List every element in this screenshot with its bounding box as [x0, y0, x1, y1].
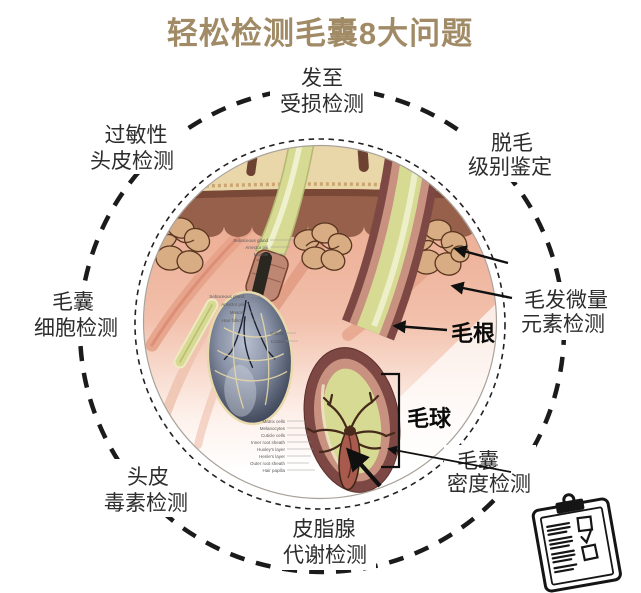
micro-label: Henle's layer	[259, 454, 285, 459]
label-line: 毒素检测	[104, 492, 188, 515]
diagram-annotations: 毛根 毛球	[345, 245, 513, 488]
label-allergic-scalp: 过敏性 头皮检测	[90, 124, 174, 173]
papilla-arrow	[345, 447, 382, 488]
page-title: 轻松检测毛囊8大问题	[167, 16, 473, 51]
label-line: 过敏性	[105, 124, 168, 147]
label-line: 毛囊	[457, 450, 499, 473]
hair-bulb-front	[206, 290, 294, 426]
micro-label: Muscle	[230, 310, 245, 315]
label-line: 毛发微量	[524, 289, 608, 312]
micro-label: Muscle	[254, 252, 269, 257]
micro-label: Cuticle	[270, 331, 284, 336]
label-hairloss-grade: 脱毛 级别鉴定	[468, 132, 552, 179]
micro-label: Sebaceous gland	[233, 238, 268, 243]
label-trace-element: 毛发微量 元素检测	[521, 289, 608, 336]
hair-root-arrow	[392, 320, 448, 334]
clipboard-checklist-icon	[531, 493, 622, 593]
sebaceous-gland-center	[293, 222, 353, 271]
micro-label: Melanocytes	[260, 426, 286, 431]
follicle-arrow	[450, 281, 513, 300]
label-line: 密度检测	[447, 473, 531, 496]
label-line: 皮脂腺	[293, 518, 356, 541]
label-hair-damage: 发至 受损检测	[280, 67, 364, 116]
micro-label: Huxley's layer	[257, 447, 285, 452]
micro-label: Cuticle cells	[261, 433, 286, 438]
hair-bulb-label: 毛球	[407, 406, 452, 431]
hair-follicle-front	[206, 146, 317, 426]
label-gaps	[24, 60, 616, 570]
hair-bulb-bracket	[381, 372, 401, 469]
label-line: 毛囊	[52, 291, 94, 314]
detection-labels: 发至 受损检测 过敏性 头皮检测 脱毛 级别鉴定 毛囊 细胞检测 毛发微量 元素…	[34, 67, 608, 567]
micro-label: Inner root sheath	[251, 440, 286, 445]
density-leader-arrow	[387, 445, 512, 473]
label-sebum-metabolism: 皮脂腺 代谢检测	[283, 518, 367, 567]
label-line: 头皮	[127, 466, 169, 489]
label-line: 代谢检测	[283, 544, 367, 567]
label-scalp-toxin: 头皮 毒素检测	[104, 466, 188, 515]
micro-label: Sebaceous gland	[209, 294, 244, 299]
micro-label: Matrix cells	[262, 419, 285, 424]
micro-label: Hair follicle	[222, 318, 245, 323]
label-line: 头皮检测	[90, 150, 174, 173]
label-line: 元素检测	[521, 313, 605, 336]
label-line: 脱毛	[491, 132, 533, 155]
label-line: 发至	[301, 67, 343, 90]
micro-captions: Sebaceous gland Arrector pili Muscle Seb…	[209, 238, 315, 473]
micro-label: Cortex	[271, 339, 285, 344]
micro-label: Arrector pili	[221, 302, 244, 307]
micro-label: Arrector pili	[245, 245, 268, 250]
micro-label: Hair papilla	[262, 468, 285, 473]
label-line: 细胞检测	[34, 317, 118, 340]
photo-circle-border	[142, 144, 498, 500]
inner-dashed-ring	[134, 138, 506, 510]
label-follicle-cell: 毛囊 细胞检测	[34, 291, 118, 340]
gland-arrow	[453, 245, 509, 265]
hair-fragment	[173, 298, 219, 369]
hair-root-label: 毛根	[451, 321, 495, 346]
label-line: 受损检测	[280, 93, 364, 116]
label-line: 级别鉴定	[468, 156, 552, 179]
micro-label: Outer root sheath	[250, 461, 286, 466]
